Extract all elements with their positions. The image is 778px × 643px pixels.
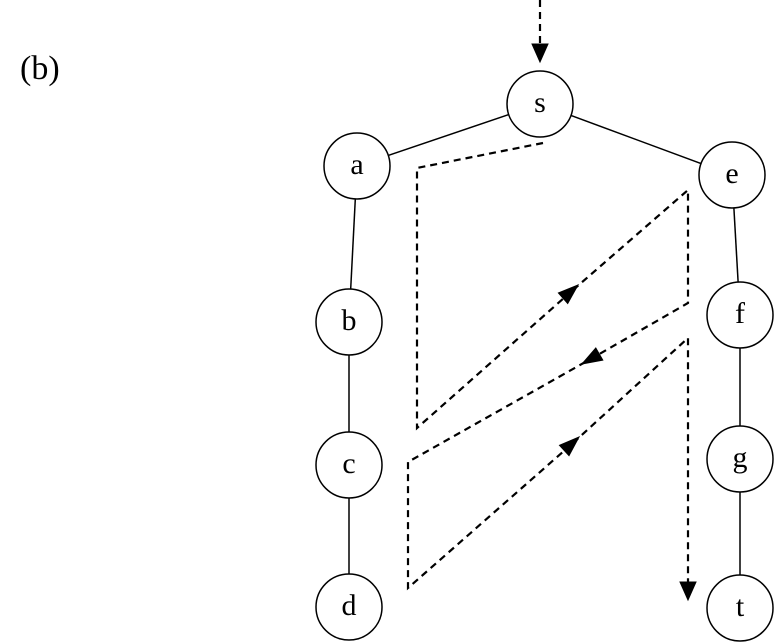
node-t: t xyxy=(706,574,774,642)
node-circle xyxy=(706,281,774,349)
node-circle xyxy=(506,70,574,138)
exit-arrowhead xyxy=(679,581,697,602)
node-a: a xyxy=(323,132,391,200)
tree-edges xyxy=(348,113,741,575)
traversal-up-right-line-1 xyxy=(572,187,690,357)
node-circle xyxy=(706,574,774,642)
node-circle xyxy=(315,431,383,499)
node-f: f xyxy=(706,281,774,349)
node-circle xyxy=(698,141,766,209)
edge-s-a xyxy=(388,113,509,157)
node-b: b xyxy=(315,288,383,356)
node-circle xyxy=(315,288,383,356)
traversal-down-left-line xyxy=(406,355,597,591)
node-c: c xyxy=(315,431,383,499)
node-label: d xyxy=(342,589,357,622)
node-label: c xyxy=(342,447,355,480)
node-s: s xyxy=(506,70,574,138)
node-label: g xyxy=(733,441,748,474)
node-circle xyxy=(706,425,774,493)
node-label: e xyxy=(725,157,738,190)
node-d: d xyxy=(315,573,383,641)
traversal-up-right-line-2 xyxy=(572,335,690,586)
node-e: e xyxy=(698,141,766,209)
entry-arrowhead xyxy=(531,43,549,64)
edge-e-f xyxy=(733,207,739,283)
node-g: g xyxy=(706,425,774,493)
up-right-arrowhead-1 xyxy=(557,283,580,305)
node-label: b xyxy=(342,304,357,337)
up-right-arrowhead-2 xyxy=(558,435,581,457)
panel-label: (b) xyxy=(20,50,60,87)
edge-s-e xyxy=(570,114,702,165)
edge-a-b xyxy=(349,198,357,290)
traversal-path xyxy=(406,0,697,602)
traversal-left-bracket-upper xyxy=(415,141,574,431)
node-circle xyxy=(323,132,391,200)
down-left-arrowhead xyxy=(580,347,604,365)
tree-nodes: s a b c d e f g t xyxy=(315,70,774,642)
node-label: t xyxy=(736,590,745,623)
node-label: f xyxy=(735,297,745,330)
node-circle xyxy=(315,573,383,641)
node-label: a xyxy=(350,148,363,181)
node-label: s xyxy=(534,86,546,119)
